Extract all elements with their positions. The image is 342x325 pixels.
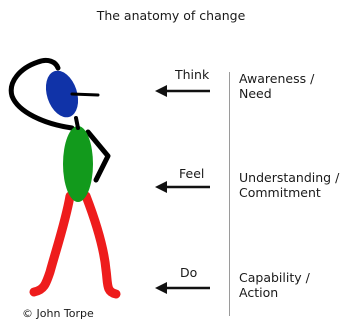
vertical-divider bbox=[229, 72, 230, 316]
hip-arm bbox=[85, 129, 111, 183]
diagram-title: The anatomy of change bbox=[96, 8, 246, 23]
stage-awareness-line1: Awareness / bbox=[239, 71, 315, 86]
face-line bbox=[70, 92, 100, 97]
stage-understanding: Understanding / Commitment bbox=[239, 170, 339, 200]
arrow-left-icon bbox=[155, 282, 210, 294]
neck bbox=[74, 116, 80, 130]
stage-understanding-line1: Understanding / bbox=[239, 170, 340, 185]
head bbox=[45, 70, 79, 118]
stage-capability: Capability / Action bbox=[239, 270, 310, 300]
copyright-notice: © John Torpe bbox=[22, 307, 94, 320]
arrow-left-icon bbox=[155, 85, 210, 97]
stage-capability-line2: Action bbox=[239, 285, 279, 300]
verb-think: Think bbox=[175, 67, 210, 82]
stage-awareness-line2: Need bbox=[239, 86, 272, 101]
verb-do: Do bbox=[180, 265, 198, 280]
right-leg bbox=[81, 191, 121, 299]
stage-awareness: Awareness / Need bbox=[239, 71, 314, 101]
left-leg bbox=[29, 191, 75, 297]
stage-understanding-line2: Commitment bbox=[239, 185, 321, 200]
torso bbox=[63, 126, 93, 202]
verb-feel: Feel bbox=[179, 166, 205, 181]
arrow-left-icon bbox=[155, 181, 210, 193]
raised-arm bbox=[8, 57, 75, 131]
stage-capability-line1: Capability / bbox=[239, 270, 310, 285]
